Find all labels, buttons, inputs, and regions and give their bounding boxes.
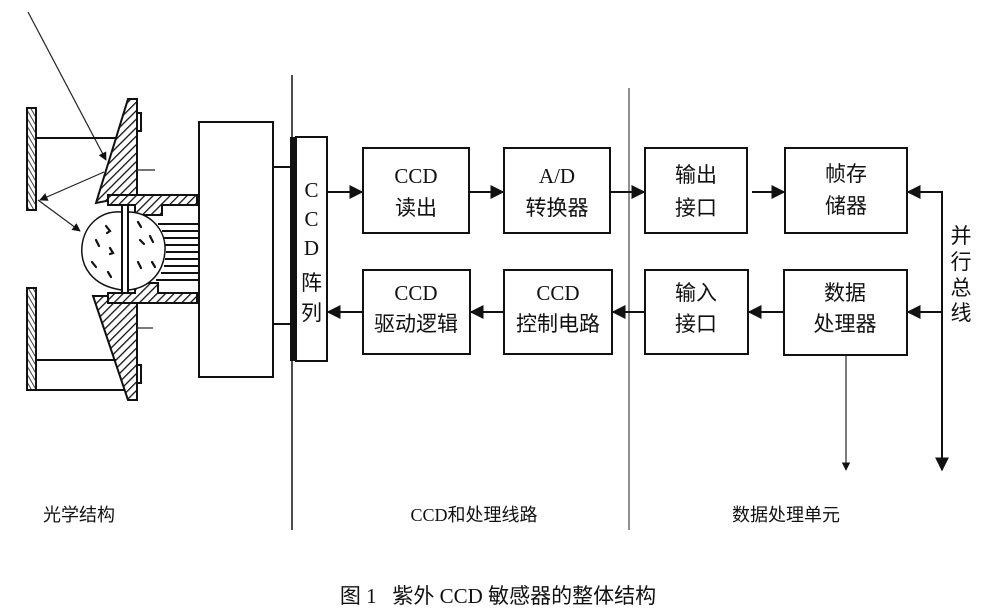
ccd-readout-label-line2: 读出: [395, 196, 437, 220]
lower-wedge-nub: [136, 364, 142, 384]
data-processor-block: 数据 处理器: [783, 269, 908, 356]
input-interface-label-line1: 输入: [675, 281, 717, 305]
ccd-array-label-char: 列: [301, 301, 322, 325]
ccd-array-block: C C D 阵 列: [295, 136, 328, 362]
lens-center-plate: [121, 204, 129, 294]
ccd-drive-logic-block: CCD 驱动逻辑: [362, 269, 471, 355]
incident-light-ray: [27, 11, 107, 161]
ccd-readout-block: CCD 读出: [362, 147, 470, 234]
ad-converter-label-line2: 转换器: [526, 196, 589, 220]
ccd-array-label-char: C: [304, 207, 318, 231]
ccd-array-label-char: C: [304, 178, 318, 202]
ccd-array-label-char: D: [304, 236, 319, 260]
input-interface-label-line2: 接口: [675, 312, 717, 336]
upper-lens-holder: [107, 194, 198, 216]
bus-label-char: 线: [951, 301, 972, 325]
upper-wedge-nub: [136, 112, 142, 132]
parallel-bus-label: 并 行 总 线: [951, 224, 972, 325]
ccd-drive-logic-label-line2: 驱动逻辑: [374, 312, 458, 336]
data-processor-label-line2: 处理器: [814, 312, 877, 336]
lower-lens-holder: [107, 282, 198, 304]
input-interface-block: 输入 接口: [644, 269, 749, 355]
figure-caption: 图 1 紫外 CCD 敏感器的整体结构: [340, 584, 656, 608]
ccd-readout-label-line1: CCD: [394, 164, 437, 188]
output-interface-block: 输出 接口: [644, 147, 748, 234]
ccd-control-label-line1: CCD: [536, 281, 579, 305]
upper-wedge-mirror: [94, 98, 138, 205]
ccd-control-circuit-block: CCD 控制电路: [503, 269, 613, 355]
bus-label-char: 并: [951, 224, 972, 248]
lower-wedge-mirror: [91, 295, 138, 401]
data-processor-label-line1: 数据: [824, 281, 866, 305]
section-label-ccd-circuit: CCD和处理线路: [410, 505, 537, 525]
lens-ray-marks: [90, 220, 157, 279]
ccd-control-label-line2: 控制电路: [516, 312, 600, 336]
section-label-optical: 光学结构: [43, 505, 115, 525]
optical-structure: [26, 11, 292, 401]
bus-label-char: 行: [951, 250, 972, 274]
reflected-ray-1: [39, 171, 105, 201]
frame-storage-block: 帧存 储器: [784, 147, 908, 234]
ad-converter-block: A/D 转换器: [503, 147, 611, 234]
ccd-array-substrate: [290, 137, 296, 361]
image-intensifier-block: [198, 121, 274, 378]
reflected-ray-2: [37, 199, 81, 232]
ccd-array-label-char: 阵: [301, 271, 322, 295]
output-interface-label-line1: 输出: [675, 163, 717, 187]
lens-left-half: [81, 211, 123, 291]
bus-label-char: 总: [951, 276, 972, 300]
fiber-bundle: [156, 223, 199, 281]
output-interface-label-line2: 接口: [675, 196, 717, 220]
frame-storage-label-line1: 帧存: [825, 162, 867, 186]
lower-mirror-plate: [26, 287, 37, 391]
lens-right-half: [127, 211, 166, 291]
upper-mirror-plate: [26, 107, 37, 211]
ccd-drive-logic-label-line1: CCD: [394, 281, 437, 305]
frame-storage-label-line2: 储器: [825, 194, 867, 218]
ad-converter-label-line1: A/D: [539, 164, 575, 188]
section-label-data-unit: 数据处理单元: [732, 505, 840, 525]
